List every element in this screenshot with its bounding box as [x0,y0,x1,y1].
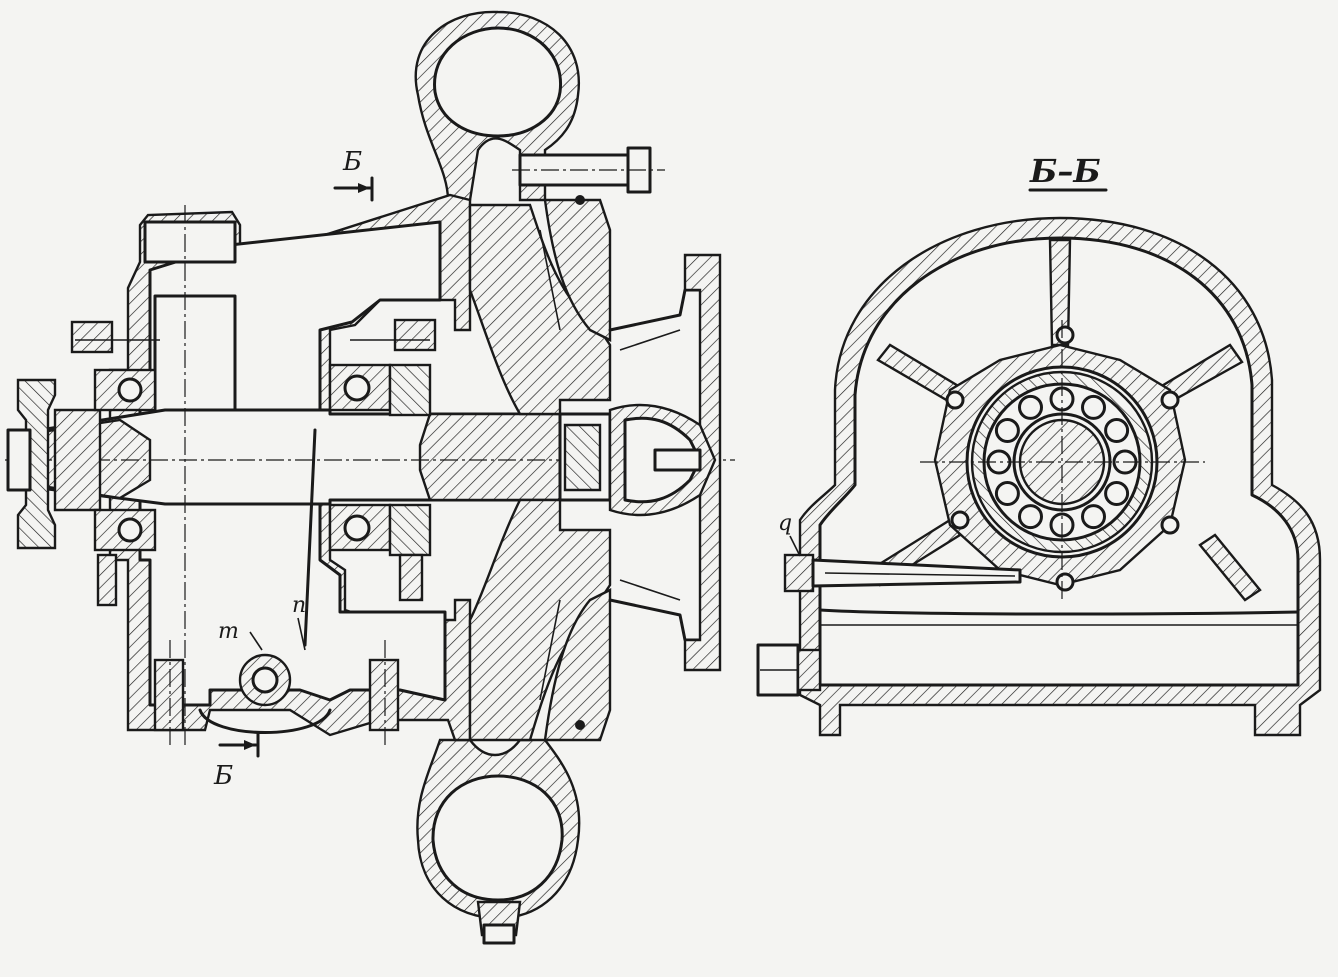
bearing-ball [994,481,1020,506]
bearing-ball [1018,394,1043,420]
bb-drain-plug [756,643,822,697]
bearing-ball [1081,504,1106,530]
section-label-top: Б [342,147,362,177]
section-marker-bottom: Б [213,731,260,791]
bb-balls [986,386,1138,538]
section-title: Б–Б [1029,152,1101,190]
flange-bolts [153,146,665,745]
drive-gear [6,378,102,550]
label-m: m [218,619,239,644]
bb-oil-pipe: q [778,511,1022,593]
bearing-ball [1104,481,1130,506]
impeller [468,198,612,742]
bb-screws [945,325,1180,592]
left-bearing [70,320,160,607]
section-label-bottom: Б [213,761,233,791]
label-n: n [292,593,306,618]
bb-shaft [1018,418,1106,506]
longitudinal-section: Б Б m n [5,10,735,945]
label-q: q [778,511,792,536]
right-bearing [328,318,437,602]
lower-volute [416,738,581,945]
bearing-ball [1018,504,1043,530]
section-marker-top: Б [333,147,374,202]
bb-oil-level [818,608,1300,616]
upper-volute [414,10,581,202]
bearing-ball [994,418,1020,443]
outlet-housing [608,253,722,672]
cross-section-bb: Б–Б [756,152,1322,737]
bearing-ball [1081,394,1106,420]
oil-tube [303,428,317,647]
leader-m [249,631,263,651]
bearing-ball [1104,418,1130,443]
oil-pump-gear [198,653,332,734]
